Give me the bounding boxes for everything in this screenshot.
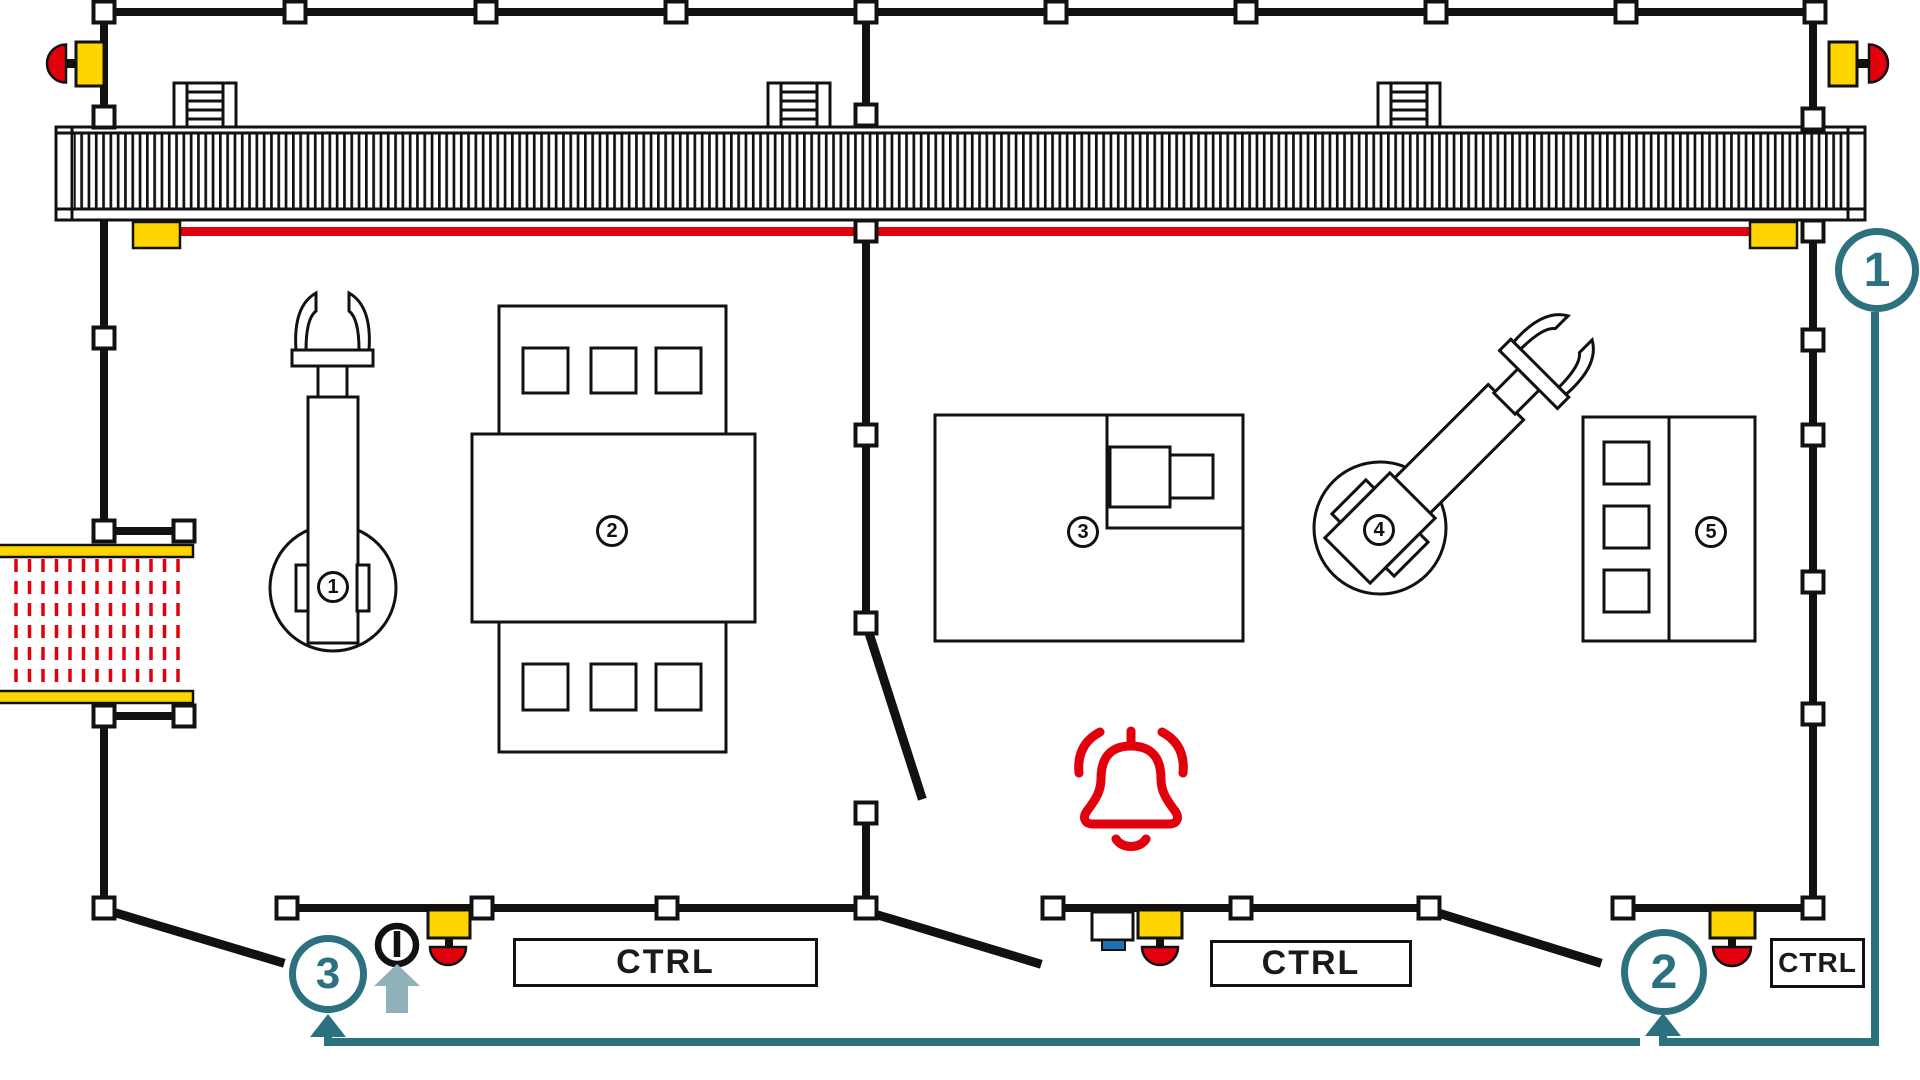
machine-1-badge: 1 [317, 571, 349, 603]
reset-button-icon [1090, 910, 1135, 951]
callout-arrowheads [310, 1013, 1681, 1037]
callout-3: 3 [289, 935, 367, 1013]
callout-1: 1 [1835, 228, 1919, 312]
callout-2: 2 [1621, 929, 1707, 1015]
machine-5-badge: 5 [1695, 516, 1727, 548]
power-button-icon [374, 922, 420, 968]
emergency-stop-icon [45, 40, 1890, 968]
machine-4-badge: 4 [1363, 514, 1395, 546]
gate-icon [100, 624, 1603, 969]
safety-beam-icon [131, 220, 1799, 250]
arrow-up-icon [374, 964, 420, 1013]
fence-posts [91, 0, 1828, 921]
control-panel-middle: CTRL [1210, 940, 1412, 987]
control-panel-right: CTRL [1770, 938, 1865, 988]
machine-2-badge: 2 [596, 515, 628, 547]
machine-5-control-cabinet [1581, 415, 1757, 643]
machine-3-badge: 3 [1067, 516, 1099, 548]
machine-2-processing-station [470, 304, 757, 754]
ladder-crossover-icon [172, 81, 1442, 129]
alarm-bell-icon [1074, 726, 1188, 851]
conveyor-icon [54, 125, 1867, 222]
control-panel-left: CTRL [513, 938, 818, 987]
light-curtain-icon [0, 543, 195, 705]
machine-4-robot-arm [1312, 313, 1595, 596]
